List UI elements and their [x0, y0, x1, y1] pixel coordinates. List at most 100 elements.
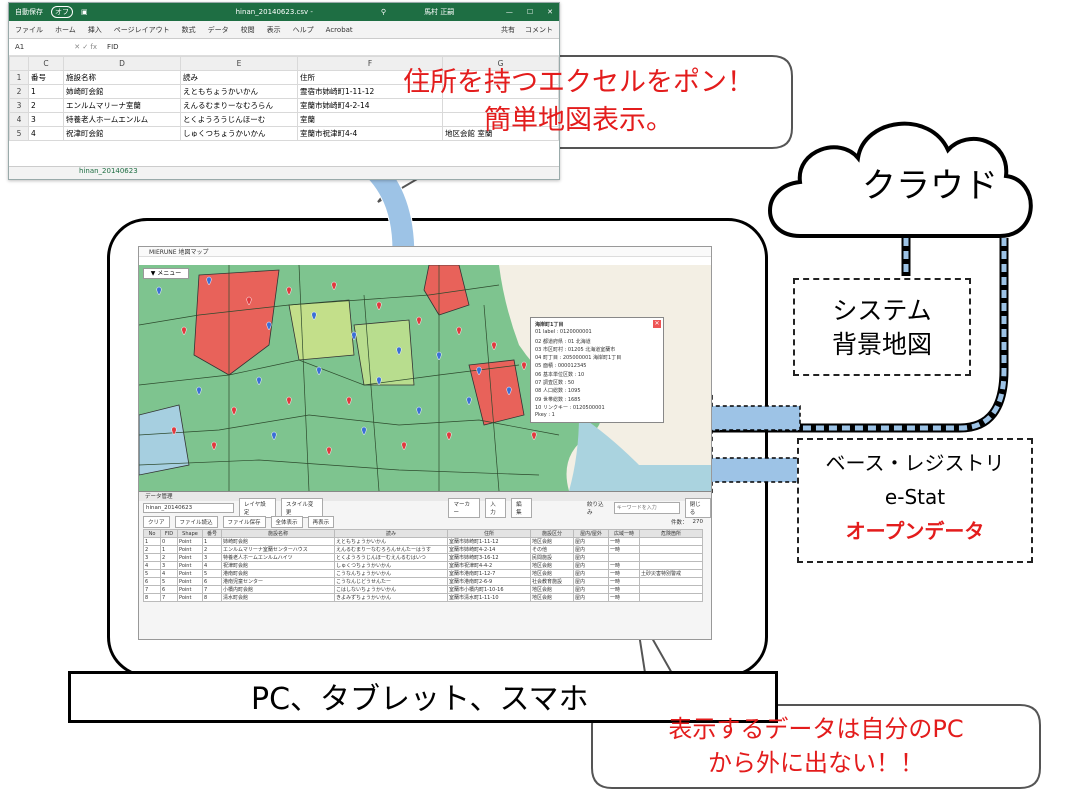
filter-input[interactable] [613, 502, 680, 514]
table-header[interactable]: 番号 [202, 529, 222, 538]
row-header[interactable]: 2 [9, 84, 29, 99]
ribbon-tab[interactable]: 数式 [181, 25, 196, 34]
map-marker-icon[interactable] [246, 296, 252, 306]
layer-settings-button[interactable]: レイヤ設定 [238, 498, 276, 518]
map-marker-icon[interactable] [181, 326, 187, 336]
map-marker-icon[interactable] [446, 431, 452, 441]
map-marker-icon[interactable] [206, 276, 212, 286]
marker-select[interactable]: マーカー [448, 498, 481, 518]
district-high[interactable] [193, 269, 280, 376]
map-marker-icon[interactable] [196, 386, 202, 396]
map-marker-icon[interactable] [331, 281, 337, 291]
excel-cell[interactable]: 4 [28, 126, 64, 141]
map-marker-icon[interactable] [436, 351, 442, 361]
row-header[interactable]: 5 [9, 126, 29, 141]
row-header[interactable]: 3 [9, 98, 29, 113]
clear-button[interactable]: クリア [143, 516, 170, 528]
column-header[interactable]: G [442, 56, 559, 71]
map-marker-icon[interactable] [286, 286, 292, 296]
ribbon-tab[interactable]: Acrobat [325, 25, 353, 34]
maximize-icon[interactable]: ☐ [526, 8, 534, 16]
map-marker-icon[interactable] [156, 286, 162, 296]
excel-cell[interactable]: 姉崎町会館 [63, 84, 181, 99]
map-marker-icon[interactable] [266, 321, 272, 331]
map-marker-icon[interactable] [311, 311, 317, 321]
corner-cell[interactable] [9, 56, 29, 71]
map-marker-icon[interactable] [531, 431, 537, 441]
map-marker-icon[interactable] [506, 386, 512, 396]
map-marker-icon[interactable] [376, 376, 382, 386]
map-marker-icon[interactable] [416, 316, 422, 326]
row-header[interactable]: 1 [9, 70, 29, 85]
district-mid[interactable] [288, 299, 355, 361]
map-marker-icon[interactable] [476, 366, 482, 376]
table-header[interactable]: 住所 [447, 529, 531, 538]
map-marker-icon[interactable] [256, 376, 262, 386]
table-header[interactable]: 施設区分 [530, 529, 574, 538]
table-header[interactable]: No [143, 529, 161, 538]
input-button[interactable]: 入力 [485, 498, 507, 518]
map-marker-icon[interactable] [361, 426, 367, 436]
excel-cell[interactable]: 読み [180, 70, 298, 85]
minimize-icon[interactable]: — [505, 8, 513, 16]
table-header[interactable]: Shape [177, 529, 203, 538]
excel-cell[interactable]: 祝津町会館 [63, 126, 181, 141]
table-header[interactable]: 危険箇所 [639, 529, 703, 538]
search-icon[interactable]: ⚲ [380, 8, 387, 16]
excel-cell[interactable]: 3 [28, 112, 64, 127]
ribbon-tab[interactable]: ページレイアウト [113, 25, 170, 34]
map-marker-icon[interactable] [211, 441, 217, 451]
table-header[interactable]: 屋内/屋外 [573, 529, 609, 538]
map-marker-icon[interactable] [351, 331, 357, 341]
ribbon-tab[interactable]: データ [207, 25, 229, 34]
map-marker-icon[interactable] [456, 326, 462, 336]
table-header[interactable]: 広域一時 [608, 529, 640, 538]
table-header[interactable]: 読み [334, 529, 448, 538]
ribbon-tab[interactable]: ヘルプ [292, 25, 314, 34]
row-header[interactable]: 4 [9, 112, 29, 127]
formula-input[interactable]: FID [107, 43, 119, 51]
map-marker-icon[interactable] [171, 426, 177, 436]
excel-cell[interactable]: 室蘭市祝津町4-4 [297, 126, 443, 141]
ribbon-tab[interactable]: ファイル [15, 25, 43, 34]
ribbon-tab[interactable]: 校閲 [240, 25, 255, 34]
map-marker-icon[interactable] [286, 396, 292, 406]
popup-close-icon[interactable]: ✕ [653, 320, 661, 328]
excel-cell[interactable]: えともちょうかいかん [180, 84, 298, 99]
redisplay-button[interactable]: 再表示 [307, 516, 335, 528]
autosave-toggle[interactable]: オフ [51, 6, 73, 18]
map-marker-icon[interactable] [326, 446, 332, 456]
district-high[interactable] [468, 359, 525, 426]
excel-cell[interactable]: 1 [28, 84, 64, 99]
ribbon-tab[interactable]: 挿入 [87, 25, 102, 34]
map-marker-icon[interactable] [231, 406, 237, 416]
column-header[interactable]: F [297, 56, 443, 71]
excel-cell[interactable]: 地区会館 室蘭 [442, 126, 559, 141]
ribbon-tab[interactable]: 表示 [266, 25, 281, 34]
excel-cell[interactable]: とくようろうじんほーむ [180, 112, 298, 127]
excel-cell[interactable]: しゅくつちょうかいかん [180, 126, 298, 141]
excel-cell[interactable]: 特養老人ホームエンルム [63, 112, 181, 127]
map-marker-icon[interactable] [521, 361, 527, 371]
table-header[interactable]: 施設名称 [221, 529, 335, 538]
column-header[interactable]: C [28, 56, 64, 71]
save-icon[interactable]: ▣ [81, 8, 88, 16]
map-marker-icon[interactable] [346, 396, 352, 406]
column-header[interactable]: E [180, 56, 298, 71]
map-marker-icon[interactable] [466, 396, 472, 406]
share-button[interactable]: 共有 [501, 25, 515, 34]
district-high[interactable] [423, 265, 470, 316]
menu-button[interactable]: ▼ メニュー [143, 268, 189, 279]
